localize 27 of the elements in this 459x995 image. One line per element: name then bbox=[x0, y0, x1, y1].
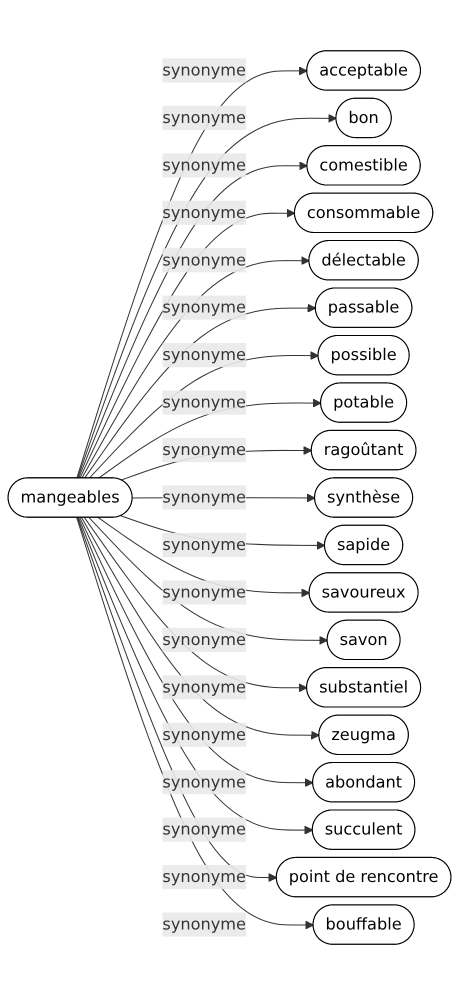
edge-label: synonyme bbox=[162, 677, 246, 696]
arrow bbox=[98, 398, 322, 479]
edge-label: synonyme bbox=[162, 487, 246, 507]
arrow bbox=[84, 517, 308, 692]
edge-label: synonyme bbox=[162, 914, 246, 934]
edge-label: synonyme bbox=[162, 155, 246, 174]
edge-label: synonyme bbox=[162, 108, 246, 127]
edge-label: synonyme bbox=[162, 534, 246, 554]
edge-label: synonyme bbox=[162, 820, 246, 839]
arrow bbox=[88, 351, 319, 479]
arrow bbox=[84, 304, 316, 479]
edge-label: synonyme bbox=[162, 345, 246, 364]
arrow bbox=[81, 256, 310, 479]
edge-label: synonyme bbox=[162, 250, 246, 270]
edge-label: synonyme bbox=[162, 867, 246, 886]
arrow bbox=[81, 517, 320, 740]
edge-label: synonyme bbox=[162, 440, 246, 460]
edge-label: synonyme bbox=[162, 582, 246, 602]
edge-label: synonyme bbox=[162, 392, 246, 412]
edge-label: synonyme bbox=[162, 202, 246, 222]
edge-label: synonyme bbox=[162, 60, 246, 80]
edge-label: synonyme bbox=[162, 724, 246, 744]
edge-label: synonyme bbox=[162, 298, 246, 317]
edge-label: synonyme bbox=[162, 772, 246, 792]
edge-label: synonyme bbox=[162, 630, 246, 649]
arrow bbox=[98, 517, 310, 598]
arrow bbox=[88, 517, 328, 645]
